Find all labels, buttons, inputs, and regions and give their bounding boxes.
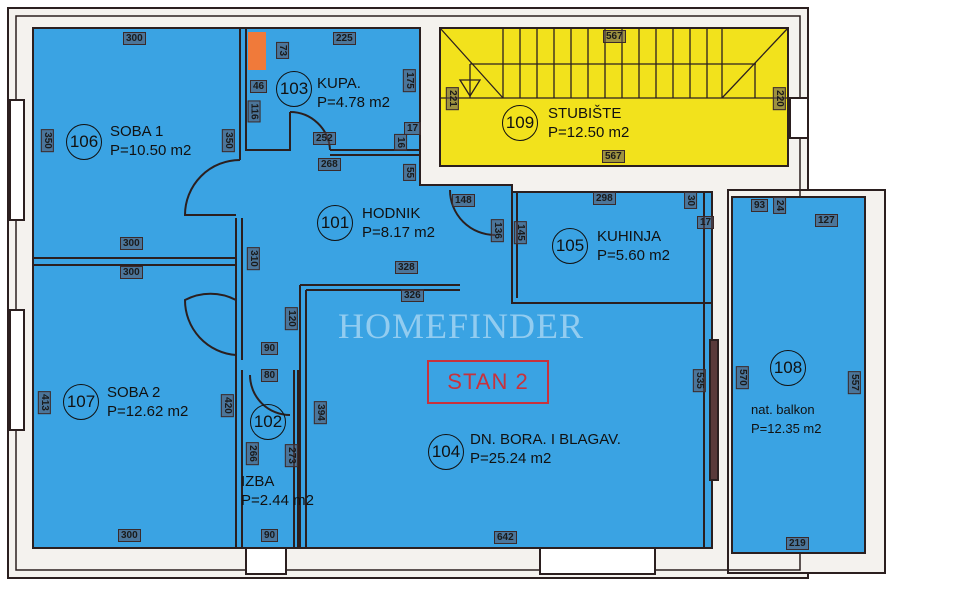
dimension-label: 300 xyxy=(118,529,141,542)
dimension-label: 17 xyxy=(404,122,422,135)
room-number: 105 xyxy=(552,228,588,264)
dimension-label: 394 xyxy=(313,401,327,424)
room-number: 109 xyxy=(502,105,538,141)
dimension-label: 570 xyxy=(735,366,749,389)
dimension-label: 535 xyxy=(692,369,706,392)
room-label: DN. BORA. I BLAGAV.P=25.24 m2 xyxy=(470,431,621,467)
room-number: 104 xyxy=(428,434,464,470)
dimension-label: 225 xyxy=(333,32,356,45)
dimension-label: 145 xyxy=(513,221,527,244)
toilet-icon xyxy=(248,32,266,70)
dimension-label: 221 xyxy=(445,87,459,110)
dimension-label: 127 xyxy=(815,214,838,227)
dimension-label: 642 xyxy=(494,531,517,544)
dimension-label: 136 xyxy=(490,219,504,242)
dimension-label: 73 xyxy=(276,41,290,60)
dimension-label: 90 xyxy=(261,529,279,542)
dimension-label: 266 xyxy=(245,442,259,465)
dimension-label: 24 xyxy=(773,196,787,215)
dimension-label: 420 xyxy=(220,394,234,417)
dimension-label: 326 xyxy=(401,289,424,302)
dimension-label: 93 xyxy=(751,199,769,212)
dimension-label: 90 xyxy=(261,342,279,355)
room-number: 103 xyxy=(276,71,312,107)
dimension-label: 220 xyxy=(772,87,786,110)
room-number: 107 xyxy=(63,384,99,420)
dimension-label: 557 xyxy=(847,371,861,394)
dimension-label: 300 xyxy=(123,32,146,45)
dimension-label: 46 xyxy=(250,80,268,93)
dimension-label: 16 xyxy=(394,133,408,152)
dimension-label: 17 xyxy=(697,216,715,229)
watermark: HOMEFINDER xyxy=(338,306,585,346)
dimension-label: 268 xyxy=(318,158,341,171)
dimension-label: 567 xyxy=(603,30,626,43)
dimension-label: 175 xyxy=(402,69,416,92)
dimension-label: 328 xyxy=(395,261,418,274)
room-number: 102 xyxy=(250,404,286,440)
room-label: KUPA.P=4.78 m2 xyxy=(317,75,390,111)
dimension-label: 80 xyxy=(261,369,279,382)
dimension-label: 273 xyxy=(284,444,298,467)
dimension-label: 148 xyxy=(452,194,475,207)
dimension-label: 55 xyxy=(403,163,417,182)
dimension-label: 300 xyxy=(120,237,143,250)
dimension-label: 300 xyxy=(120,266,143,279)
room-number: 106 xyxy=(66,124,102,160)
dimension-label: 350 xyxy=(40,129,54,152)
room-number: 101 xyxy=(317,205,353,241)
dimension-label: 219 xyxy=(786,537,809,550)
dimension-label: 310 xyxy=(246,247,260,270)
dimension-label: 298 xyxy=(593,192,616,205)
dimension-label: 567 xyxy=(602,150,625,163)
dimension-label: 116 xyxy=(247,100,261,123)
dimension-label: 252 xyxy=(313,132,336,145)
dimension-label: 350 xyxy=(221,129,235,152)
dimension-label: 120 xyxy=(284,307,298,330)
room-number: 108 xyxy=(770,350,806,386)
dimension-label: 30 xyxy=(684,191,698,210)
dimension-label: 413 xyxy=(37,391,51,414)
plan-title: STAN 2 xyxy=(427,360,549,404)
